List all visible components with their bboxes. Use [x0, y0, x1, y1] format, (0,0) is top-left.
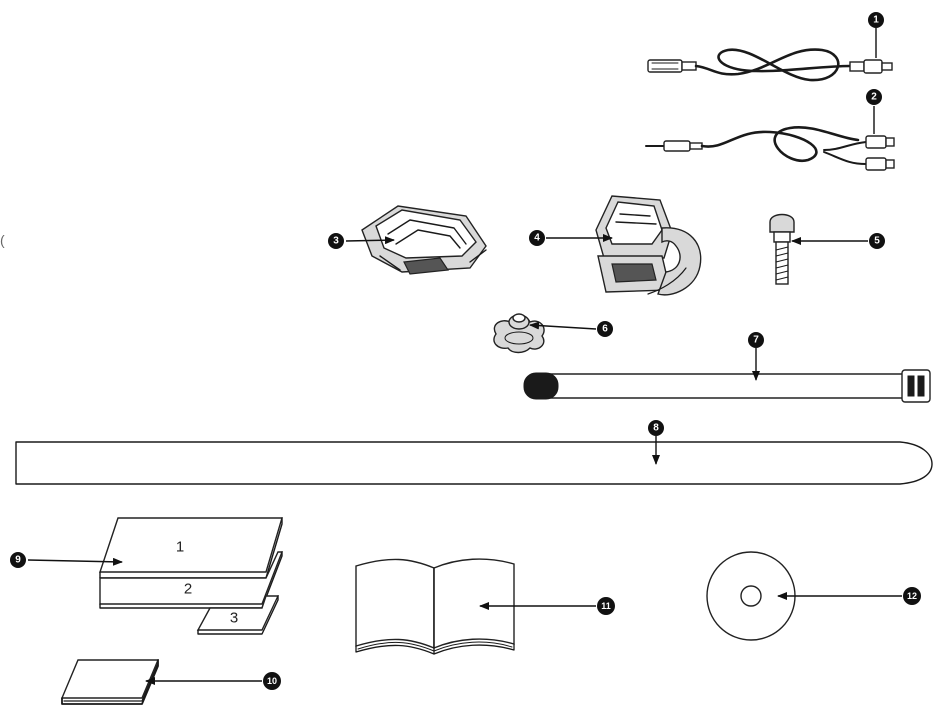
flat-mount-leader: [345, 236, 395, 245]
thumb-nut-leader: [529, 321, 597, 330]
rca-plug-bottom: [865, 157, 895, 171]
callout-2-number: 2: [871, 92, 877, 103]
callout-3-number: 3: [333, 236, 339, 247]
bolt: [769, 213, 868, 285]
callout-1-number: 1: [873, 15, 879, 26]
callout-3: 3: [328, 233, 344, 249]
callout-10-number: 10: [267, 676, 277, 686]
usb-cable-wire: [694, 48, 852, 82]
callout-4-number: 4: [534, 233, 540, 244]
callout-11-number: 11: [601, 601, 611, 611]
callout-1: 1: [868, 12, 884, 28]
callout-12: 12: [903, 587, 921, 605]
rca-plug-top: [865, 135, 895, 149]
usb-plug: [647, 59, 697, 73]
av-jack-plug: [645, 140, 703, 152]
edge-mark: (: [0, 232, 5, 248]
strap-end-tab: [523, 372, 559, 400]
adhesive-sheet-1: 1: [99, 517, 283, 579]
callout-6: 6: [597, 321, 613, 337]
adhesive-pads: 1 2 3: [27, 517, 284, 635]
callout-10: 10: [263, 672, 281, 690]
handlebar-mount: [546, 195, 702, 296]
callout-2: 2: [866, 89, 882, 105]
strap-buckle: [901, 369, 931, 403]
callout-6-number: 6: [602, 324, 608, 335]
long-strap: [15, 436, 933, 485]
mini-usb-plug: [849, 59, 893, 74]
callout-11: 11: [597, 597, 615, 615]
callout-4: 4: [529, 230, 545, 246]
av-cable-split-b: [823, 151, 867, 165]
cd-disc: [706, 551, 902, 641]
short-strap: [523, 348, 931, 403]
flat-mount: [345, 205, 487, 275]
callout-9-number: 9: [15, 555, 21, 566]
usb-cable: [647, 28, 893, 82]
manual-book: [355, 558, 596, 655]
small-pad: [60, 659, 262, 705]
callout-5-number: 5: [874, 236, 880, 247]
adhesive-sheet-1-label: 1: [176, 539, 184, 556]
adhesive-pads-leader: [27, 557, 123, 566]
adhesive-sheet-3: 3: [196, 595, 280, 635]
callout-12-number: 12: [907, 591, 917, 601]
callout-5: 5: [869, 233, 885, 249]
callout-7-number: 7: [753, 335, 759, 346]
thumb-nut: [493, 313, 597, 354]
av-cable-wire: [700, 125, 860, 163]
callout-8: 8: [648, 420, 664, 436]
av-cable: [645, 106, 895, 171]
adhesive-sheet-2-label: 2: [184, 581, 192, 598]
callout-8-number: 8: [653, 423, 659, 434]
adhesive-sheet-3-label: 3: [230, 610, 238, 627]
callout-7: 7: [748, 332, 764, 348]
callout-9: 9: [10, 552, 26, 568]
av-cable-split-a: [823, 141, 867, 151]
